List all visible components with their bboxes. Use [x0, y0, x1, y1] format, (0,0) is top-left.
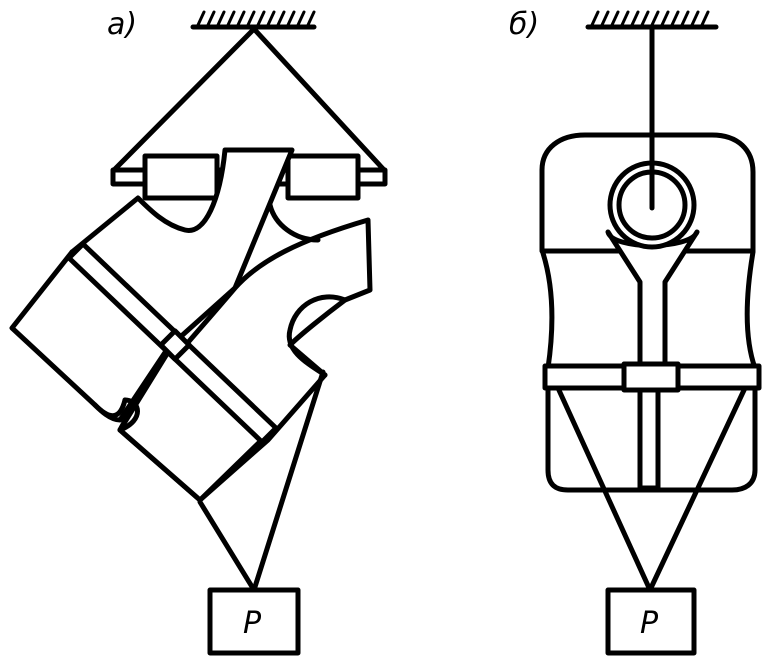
figure-a-load-label: P: [243, 606, 262, 641]
figure-a-sling: [110, 26, 388, 174]
figure-a-boss-right: [285, 153, 361, 201]
figure-a-lower-sling: [197, 369, 326, 593]
figure-b-lower-sling: [555, 385, 748, 593]
figure-b-load-label: P: [640, 606, 659, 641]
figure-b-lower-rib: [637, 385, 661, 491]
figure-a-ceiling-support: [190, 10, 317, 30]
figure-a-boss-left: [142, 153, 220, 201]
figure-a-clamp-band: [66, 241, 279, 445]
figure-a-label: а): [107, 7, 137, 42]
figure-b-load: P: [605, 587, 697, 656]
figure-a-load: P: [207, 587, 301, 656]
figure-a-casting: [9, 147, 373, 503]
figure-b-clamp-band: [542, 361, 762, 393]
figure-b: б): [509, 7, 762, 656]
figure-b-ceiling-support: [585, 10, 719, 30]
figure-b-label: б): [509, 7, 539, 42]
figure-a: а): [9, 7, 388, 656]
